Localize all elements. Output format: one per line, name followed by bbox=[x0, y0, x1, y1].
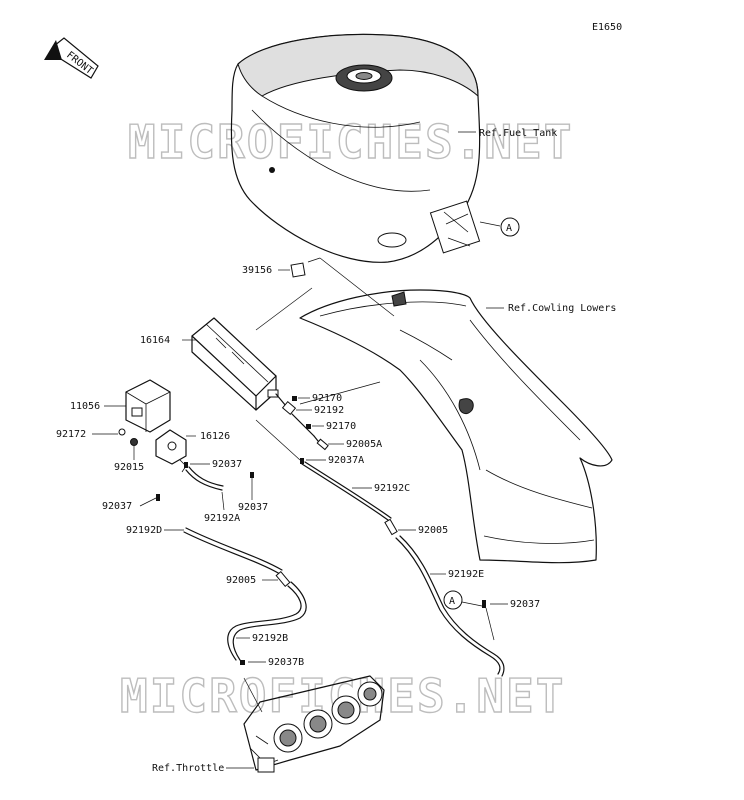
clamp-92170-b bbox=[306, 424, 311, 429]
callout-a-top-letter: A bbox=[506, 223, 512, 234]
clip-92037b bbox=[240, 660, 245, 665]
watermark-top: MICROFICHES.NET bbox=[128, 115, 573, 169]
ref-throttle: Ref.Throttle bbox=[152, 763, 224, 774]
label-92172: 92172 bbox=[56, 429, 86, 440]
hose-92192c bbox=[301, 463, 389, 521]
label-92192c: 92192C bbox=[374, 483, 410, 494]
fuel-tank bbox=[230, 33, 481, 263]
label-92005-left: 92005 bbox=[226, 575, 256, 586]
hose-92192d bbox=[183, 531, 281, 575]
callout-a-bottom bbox=[443, 590, 463, 610]
throttle-bodies bbox=[243, 675, 385, 773]
label-92005a: 92005A bbox=[346, 439, 382, 450]
label-92037-left: 92037 bbox=[102, 501, 132, 512]
bolt-92172 bbox=[118, 428, 126, 436]
diagram-code: E1650 bbox=[592, 22, 622, 33]
hose-92192a bbox=[185, 469, 223, 491]
label-92192a: 92192A bbox=[204, 513, 240, 524]
label-92170-b: 92170 bbox=[326, 421, 356, 432]
clip-92037a bbox=[300, 458, 304, 464]
cowling-lowers bbox=[299, 289, 613, 564]
ref-cowling-lowers: Ref.Cowling Lowers bbox=[508, 303, 616, 314]
label-92192: 92192 bbox=[314, 405, 344, 416]
label-92037-low: 92037 bbox=[212, 459, 242, 470]
clip-92037-low bbox=[184, 462, 188, 468]
front-arrow-icon: FRONT bbox=[44, 37, 99, 79]
label-39156: 39156 bbox=[242, 265, 272, 276]
label-16126: 16126 bbox=[200, 431, 230, 442]
bracket-11056 bbox=[125, 379, 171, 433]
valve-16126 bbox=[155, 429, 187, 473]
label-92192d: 92192D bbox=[126, 525, 162, 536]
joint-92005a bbox=[316, 438, 329, 451]
callout-a-top bbox=[500, 217, 520, 237]
hose-92192e bbox=[395, 537, 501, 675]
label-92037a-top: 92037A bbox=[328, 455, 364, 466]
nut-92015 bbox=[130, 438, 138, 446]
label-92192e: 92192E bbox=[448, 569, 484, 580]
clip-92037-a bbox=[482, 600, 486, 608]
ref-fuel-tank: Ref.Fuel Tank bbox=[479, 128, 557, 139]
clip-92037-left bbox=[156, 494, 160, 501]
label-92037b: 92037B bbox=[268, 657, 304, 668]
callout-a-bottom-letter: A bbox=[449, 596, 455, 607]
joint-92005-left bbox=[275, 571, 291, 587]
label-92037-mid: 92037 bbox=[238, 502, 268, 513]
canister-16164 bbox=[191, 317, 279, 411]
hose-92192 bbox=[281, 401, 297, 415]
hose-92192b bbox=[227, 585, 302, 661]
label-11056: 11056 bbox=[70, 401, 100, 412]
label-16164: 16164 bbox=[140, 335, 170, 346]
label-92015: 92015 bbox=[114, 462, 144, 473]
clip-92037-mid bbox=[250, 472, 254, 478]
joint-92005-right bbox=[384, 518, 398, 536]
clamp-92170-a bbox=[292, 396, 297, 401]
label-92037-a: 92037 bbox=[510, 599, 540, 610]
pad-39156 bbox=[290, 262, 306, 278]
label-92192b: 92192B bbox=[252, 633, 288, 644]
label-92005-right: 92005 bbox=[418, 525, 448, 536]
label-92170-a: 92170 bbox=[312, 393, 342, 404]
